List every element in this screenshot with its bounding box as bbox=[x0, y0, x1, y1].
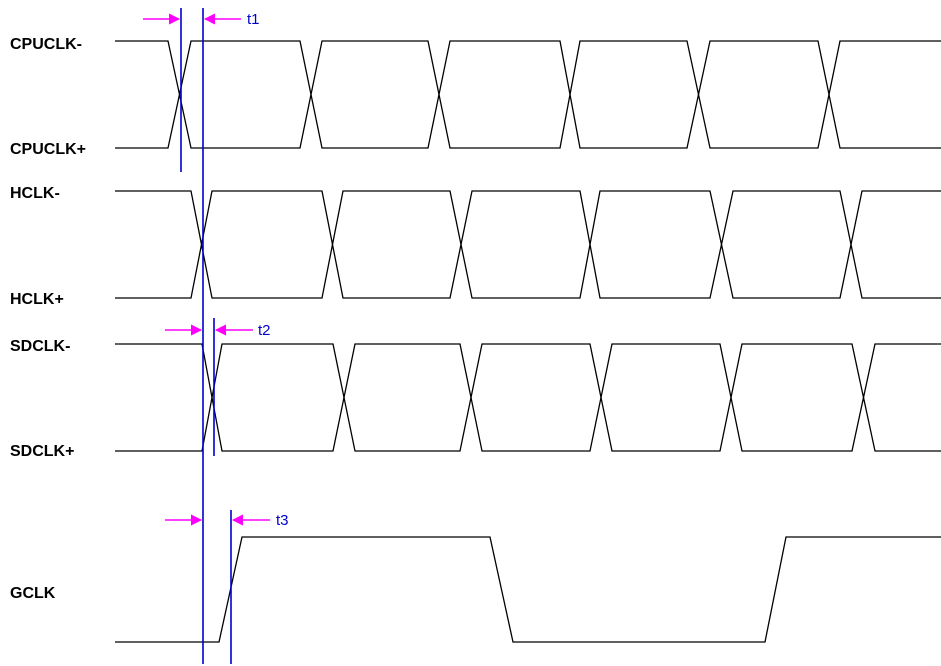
sdclk-waveform bbox=[115, 343, 941, 452]
hclk-plus-trace bbox=[115, 190, 941, 299]
hclk-minus-trace bbox=[115, 190, 941, 299]
sdclk-minus-trace bbox=[115, 343, 941, 452]
hclk-waveform bbox=[115, 190, 941, 299]
gclk-trace bbox=[115, 536, 941, 643]
sdclk-plus-label: SDCLK+ bbox=[10, 443, 74, 460]
t1-label: t1 bbox=[247, 11, 260, 28]
cpuclk-waveform bbox=[115, 40, 941, 149]
sdclk-plus-trace bbox=[115, 343, 941, 452]
cpuclk-minus-trace bbox=[115, 40, 941, 149]
cpuclk-minus-label: CPUCLK- bbox=[10, 36, 82, 53]
t3-label: t3 bbox=[276, 512, 289, 529]
hclk-plus-label: HCLK+ bbox=[10, 291, 64, 308]
cpuclk-plus-label: CPUCLK+ bbox=[10, 141, 86, 158]
gclk-label: GCLK bbox=[10, 585, 56, 602]
sdclk-minus-label: SDCLK- bbox=[10, 338, 70, 355]
t2-label: t2 bbox=[258, 322, 271, 339]
hclk-minus-label: HCLK- bbox=[10, 185, 60, 202]
cpuclk-plus-trace bbox=[115, 40, 941, 149]
